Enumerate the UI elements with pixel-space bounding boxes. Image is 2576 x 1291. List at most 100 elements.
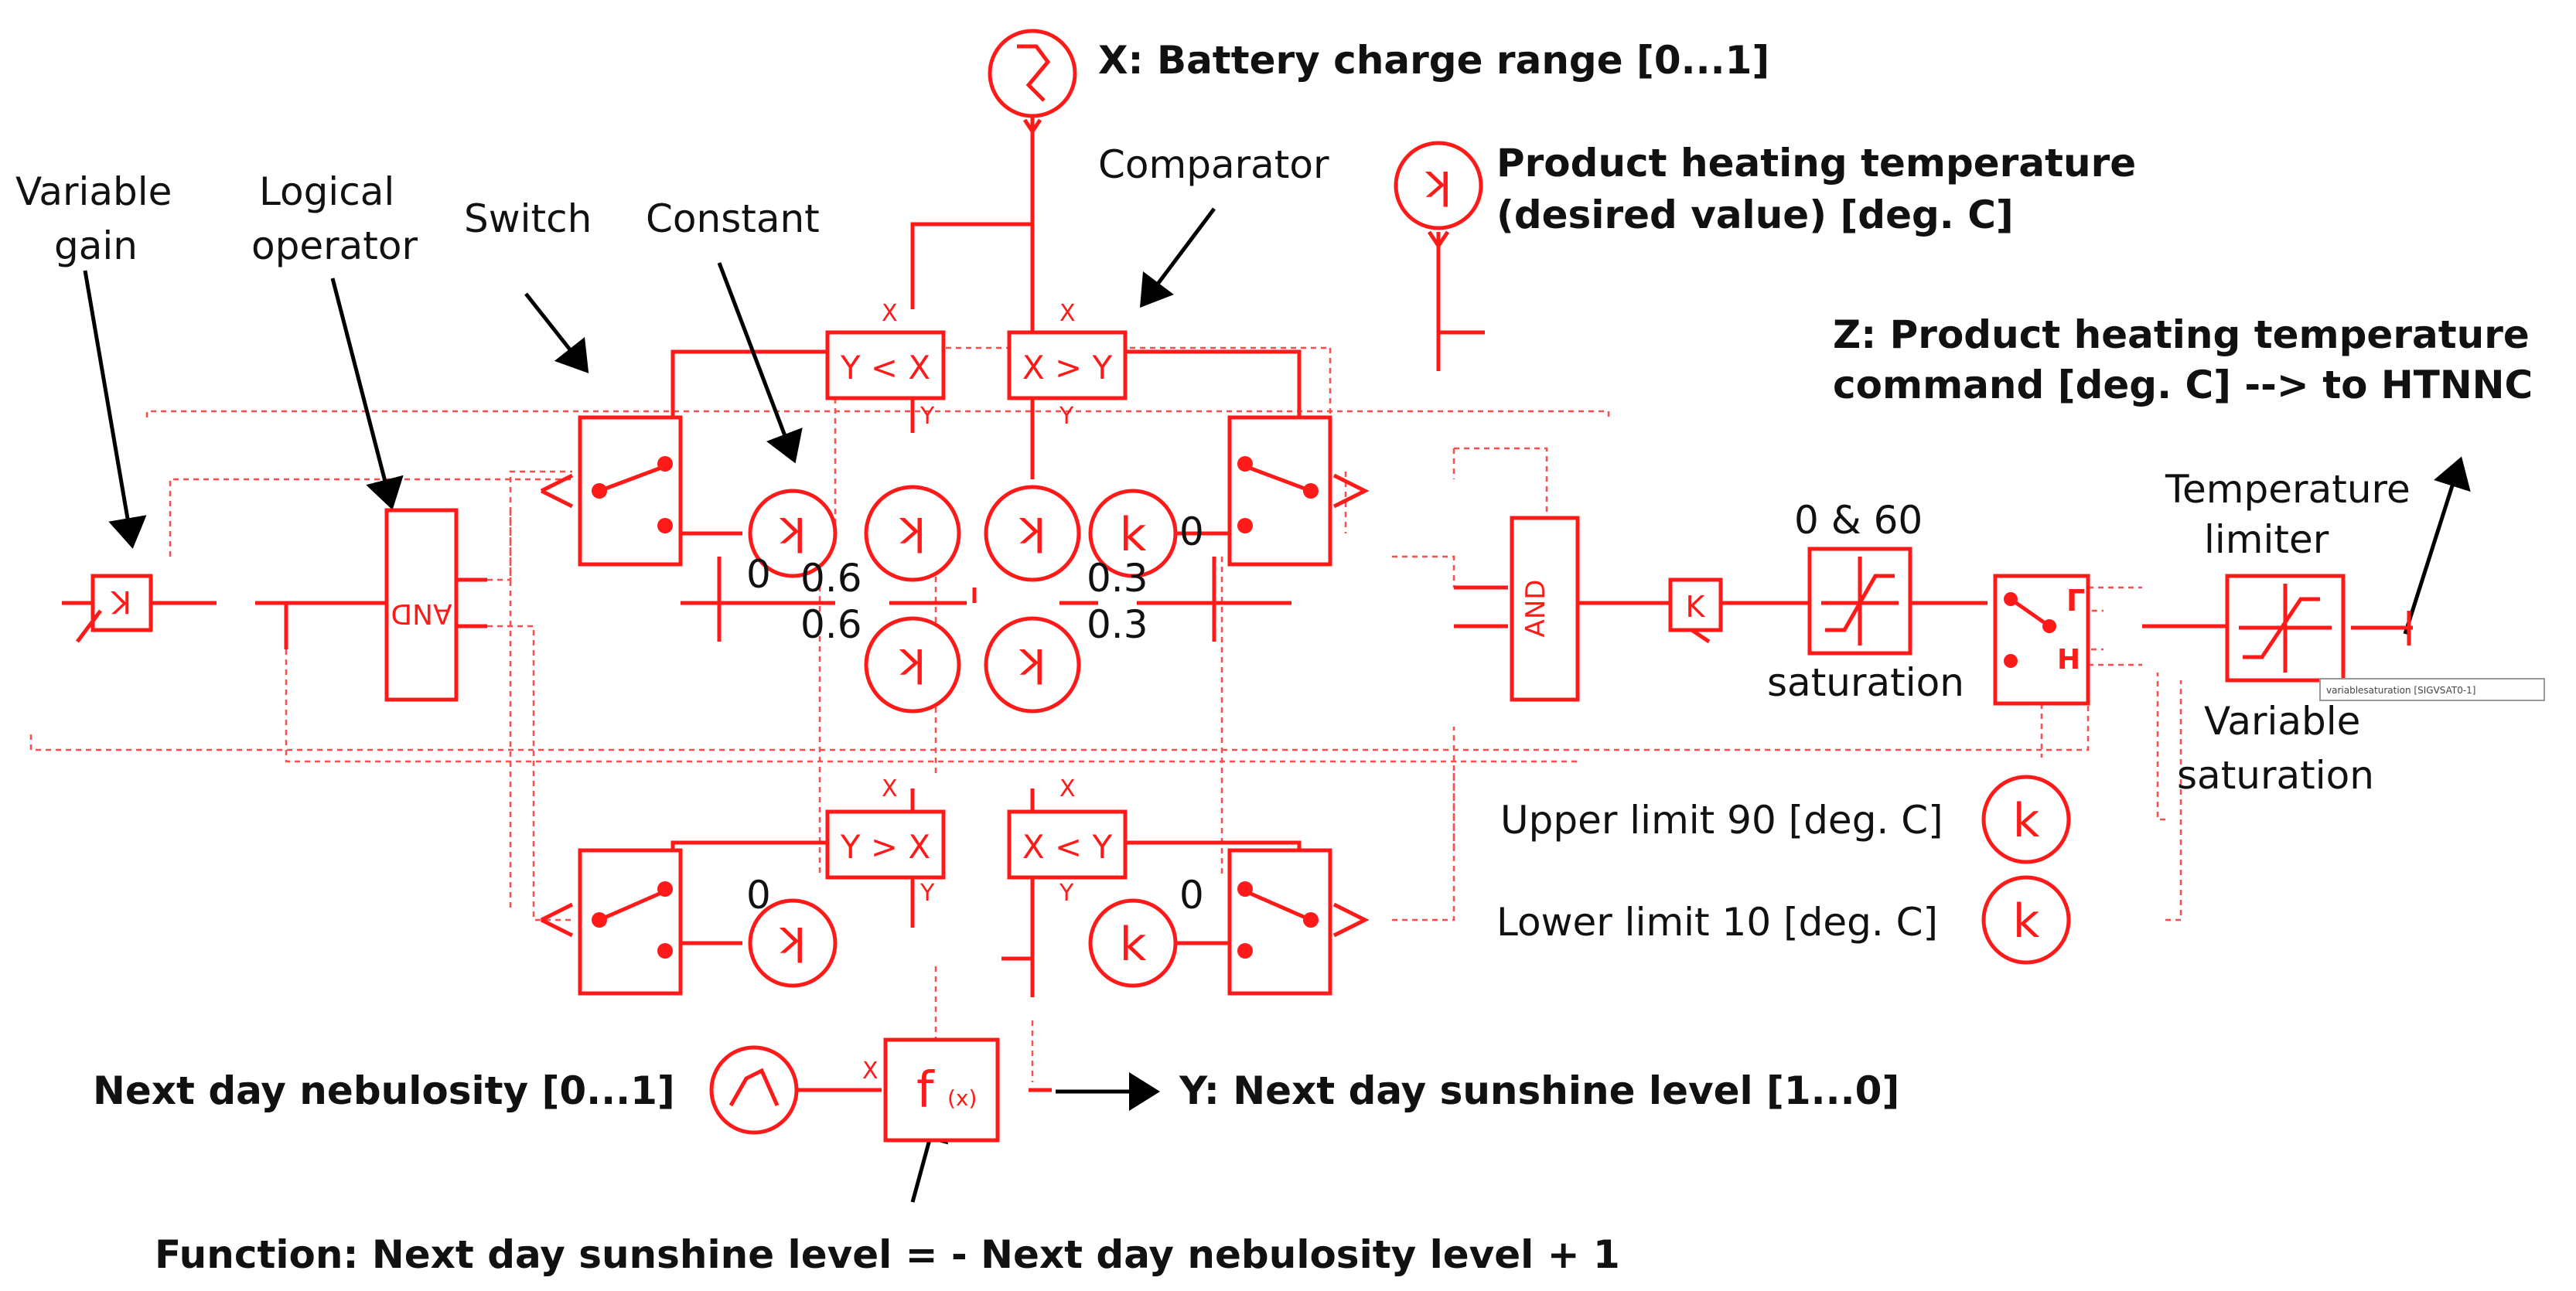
svg-text:k: k <box>1018 638 1046 692</box>
saturation-range-label: 0 & 60 <box>1794 498 1923 543</box>
svg-text:X: X <box>1059 775 1076 802</box>
switch-top-left[interactable] <box>540 415 683 567</box>
constant-03-bottom[interactable]: k <box>984 616 1081 714</box>
svg-text:Y: Y <box>1059 403 1074 430</box>
constant-top-left[interactable]: k <box>748 489 838 578</box>
gain-block-right[interactable]: K <box>1668 577 1723 632</box>
svg-text:k: k <box>2013 894 2040 949</box>
constant-label: Constant <box>646 196 820 241</box>
logical-operator-label-line2: operator <box>251 223 418 268</box>
constant-bottom-right[interactable]: k <box>1088 898 1178 988</box>
nebulosity-label: Next day nebulosity [0...1] <box>93 1068 675 1113</box>
product-heating-label-line2: (desired value) [deg. C] <box>1496 192 2014 237</box>
svg-text:X > Y: X > Y <box>1022 349 1113 387</box>
svg-text:X: X <box>862 1058 879 1085</box>
svg-text:k: k <box>1120 918 1147 972</box>
switch-bottom-left[interactable] <box>540 848 683 996</box>
svg-text:Y < X: Y < X <box>840 349 930 387</box>
logical-and-right[interactable]: AND <box>1510 516 1580 702</box>
switch-bottom-right[interactable] <box>1227 848 1370 996</box>
value-06-top: 0.6 <box>800 556 862 601</box>
value-zero-bottom-right: 0 <box>1179 873 1204 918</box>
constant-bottom-left[interactable]: k <box>748 898 838 988</box>
product-heating-label-line1: Product heating temperature <box>1496 141 2136 186</box>
comparator-top-left[interactable]: Y < X X Y <box>825 300 946 430</box>
svg-text:X: X <box>882 300 898 327</box>
logical-and-left[interactable]: AND <box>384 508 459 702</box>
value-06-bottom: 0.6 <box>800 602 862 647</box>
function-description-label: Function: Next day sunshine level = - Ne… <box>155 1232 1620 1277</box>
arrow-comparator <box>1140 207 1216 308</box>
z-command-label-line1: Z: Product heating temperature <box>1833 312 2530 357</box>
value-03-top: 0.3 <box>1087 556 1148 601</box>
saturation-block[interactable] <box>1807 547 1912 656</box>
battery-charge-source[interactable] <box>988 29 1077 135</box>
function-block[interactable]: f (x) X <box>862 1037 1000 1143</box>
svg-text:k: k <box>899 506 926 560</box>
variable-saturation-label-line1: Variable <box>2204 699 2360 744</box>
svg-text:Y > X: Y > X <box>840 828 930 866</box>
value-zero-bottom-left: 0 <box>746 873 771 918</box>
z-command-label-line2: command [deg. C] --> to HTNNC <box>1833 363 2533 407</box>
temperature-limiter-label-line2: limiter <box>2204 517 2329 562</box>
sunshine-label: Y: Next day sunshine level [1...0] <box>1179 1068 1899 1113</box>
svg-text:Y: Y <box>920 403 935 430</box>
temperature-limiter-label-line1: Temperature <box>2165 467 2411 512</box>
upper-limit-label: Upper limit 90 [deg. C] <box>1500 798 1943 843</box>
svg-text:Γ: Γ <box>2066 584 2085 618</box>
variable-gain-label-line1: Variable <box>15 169 172 214</box>
switch-top-right[interactable] <box>1227 415 1370 567</box>
svg-text:k: k <box>1018 506 1046 560</box>
lower-limit-label: Lower limit 10 [deg. C] <box>1496 900 1938 945</box>
arrow-z-command <box>2403 456 2471 635</box>
value-03-bottom: 0.3 <box>1087 602 1148 647</box>
svg-text:X: X <box>882 775 898 802</box>
logical-operator-label-line1: Logical <box>259 169 394 214</box>
svg-text:K: K <box>110 584 131 619</box>
svg-text:k: k <box>899 638 926 692</box>
svg-text:AND: AND <box>391 598 452 629</box>
lower-limit-constant[interactable]: k <box>1981 875 2071 965</box>
upper-limit-constant[interactable]: k <box>1981 775 2071 864</box>
svg-text:variablesaturation [SIGVSAT0-1: variablesaturation [SIGVSAT0-1] <box>2326 685 2476 696</box>
svg-text:f: f <box>916 1062 935 1119</box>
arrow-logical-operator <box>330 278 404 510</box>
annotation-arrows <box>83 207 2471 1203</box>
constant-06-top[interactable]: k <box>864 485 961 582</box>
svg-text:k: k <box>779 916 806 970</box>
arrow-constant <box>717 262 803 464</box>
variable-gain-block[interactable]: K <box>76 574 153 643</box>
value-zero-top-right: 0 <box>1179 509 1204 554</box>
svg-text:k: k <box>1424 160 1452 214</box>
svg-text:k: k <box>1120 508 1147 562</box>
svg-text:X < Y: X < Y <box>1022 828 1113 866</box>
arrow-switch <box>524 292 589 373</box>
svg-text:Y: Y <box>920 880 935 907</box>
variable-gain-label-line2: gain <box>54 223 138 268</box>
svg-text:k: k <box>779 506 806 560</box>
battery-charge-label: X: Battery charge range [0...1] <box>1098 38 1769 83</box>
nebulosity-source[interactable] <box>709 1045 799 1135</box>
output-switch[interactable]: Γ H <box>1993 574 2090 706</box>
svg-text:AND: AND <box>1520 580 1551 638</box>
constant-03-top[interactable]: k <box>984 485 1081 582</box>
svg-text:k: k <box>2013 794 2040 848</box>
constant-top-right[interactable]: k <box>1088 489 1178 578</box>
variable-saturation-label-line2: saturation <box>2177 753 2374 798</box>
switch-label: Switch <box>464 196 592 241</box>
svg-text:(x): (x) <box>947 1085 977 1111</box>
svg-text:K: K <box>1686 590 1706 624</box>
comparator-top-right[interactable]: X > Y X Y <box>1007 300 1128 430</box>
saturation-label: saturation <box>1767 660 1964 705</box>
svg-text:H: H <box>2057 644 2080 676</box>
comparator-bottom-right[interactable]: X < Y X Y <box>1007 775 1128 907</box>
constant-06-bottom[interactable]: k <box>864 616 961 714</box>
variable-saturation-block[interactable] <box>2225 574 2413 683</box>
arrow-variable-gain <box>83 270 147 549</box>
product-heating-constant[interactable]: k <box>1394 141 1483 250</box>
svg-text:Y: Y <box>1059 880 1074 907</box>
comparator-label: Comparator <box>1098 142 1329 187</box>
comparator-bottom-left[interactable]: Y > X X Y <box>825 775 946 907</box>
